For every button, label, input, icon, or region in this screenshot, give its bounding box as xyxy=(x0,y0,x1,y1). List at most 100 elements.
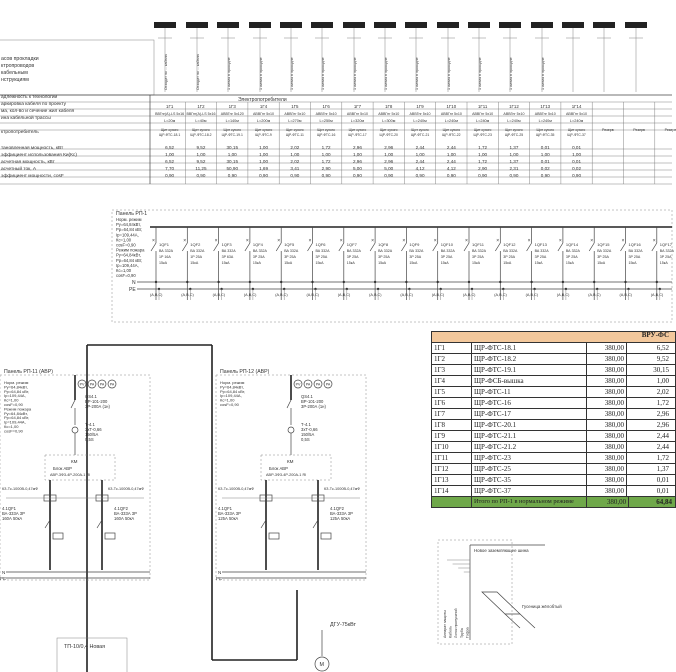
col-cable: АВВГнг 5х10 xyxy=(378,112,399,116)
breaker-label: 1QF3 xyxy=(222,242,233,247)
phase-tag: (А,В,С) xyxy=(494,293,507,297)
col-consumer: ЩР-ФТС-22 xyxy=(442,133,460,137)
avr-block-label: Блок АВР xyxy=(53,466,72,471)
top-tag-label: 1 линия в проходне xyxy=(259,57,263,90)
col-power: 0,01 xyxy=(541,145,550,150)
breaker-rating: 3P 25А xyxy=(566,255,578,259)
breaker-rating: 3P 25А xyxy=(629,255,641,259)
col-cos: 0,90 xyxy=(572,173,581,178)
breaker-rating: 1P 16А xyxy=(159,255,171,259)
col-consumer: Щит сухого xyxy=(505,128,523,132)
breaker-label: 1QF10 xyxy=(441,242,454,247)
row-label: асчетная мощность, кВт xyxy=(1,159,56,165)
breaker-type: ВА 332А xyxy=(472,249,487,253)
ct-label: 150/5А xyxy=(301,432,314,437)
col-power-calc: 0,01 xyxy=(572,159,581,164)
breaker-type: ВА 332А xyxy=(503,249,518,253)
summary-id: 1Г2 xyxy=(432,354,472,364)
col-power-calc: 1,72 xyxy=(478,159,487,164)
col-k: 1,00 xyxy=(322,152,331,157)
avr-param: Ip=109,44А, xyxy=(220,393,242,398)
top-tag-box xyxy=(531,22,553,28)
col-consumer: ЩР-ФТС-11 xyxy=(286,133,304,137)
gauge-label: PA xyxy=(326,382,331,386)
summary-name: ЩР-ФТС-23 xyxy=(472,453,587,463)
col-current: 11,25 xyxy=(195,166,207,171)
breaker-cross: × xyxy=(434,238,437,244)
breaker-curve: 15кА xyxy=(159,261,168,265)
row-label: ина кабельной трассы xyxy=(1,114,51,121)
col-id: 1Г8 xyxy=(385,104,393,109)
col-consumer: ЩР-ФТС-37 xyxy=(567,133,585,137)
breaker-type: ВА 332А xyxy=(316,249,331,253)
left-label-1: ктропроводов xyxy=(1,63,34,69)
col-consumer: ЩР-ФТС-9 xyxy=(255,133,272,137)
breaker-contact xyxy=(557,242,564,252)
contactor-left: КЗ-Тс-1000В-0,47мФ xyxy=(2,487,38,491)
legend-item: Аппарат защиты xyxy=(443,610,447,638)
col-consumer: Щит сухого xyxy=(317,128,335,132)
top-tag-label: 1 линия в проходне xyxy=(290,57,294,90)
row-label: асчетный ток, А xyxy=(1,165,37,172)
relay-icon xyxy=(268,532,280,540)
rp1-param: Кс=1,00 xyxy=(116,237,132,242)
rp1-param: Норм. режим xyxy=(116,217,142,222)
col-length: L=300м xyxy=(382,119,396,123)
col-power-calc: 2,96 xyxy=(353,159,362,164)
breaker-rating: 3P 25А xyxy=(284,255,296,259)
col-consumer: Щит сухого xyxy=(380,128,398,132)
col-current: 2,31 xyxy=(509,166,518,171)
breaker-label: 1QF15 xyxy=(597,242,610,247)
col-id: 1Г10 xyxy=(446,104,456,109)
summary-power: 2,44 xyxy=(656,443,669,451)
top-tag-box xyxy=(374,22,396,28)
phase-tag: (А,В,С) xyxy=(307,293,320,297)
col-cable: АВВГнг 5х10 xyxy=(316,112,337,116)
summary-voltage: 380,00 xyxy=(587,486,627,496)
col-cable: АВВГнг 5х120 xyxy=(221,112,244,116)
col-k: 1,00 xyxy=(509,152,518,157)
col-cos: 0,90 xyxy=(416,173,425,178)
motor-icon xyxy=(314,656,330,672)
breaker-curve: 15кА xyxy=(253,261,262,265)
summary-name: ЩР-ФТС-21.2 xyxy=(472,442,587,452)
top-tag-box xyxy=(562,22,584,28)
summary-voltage: 380,00 xyxy=(587,365,627,375)
col-length: L=240м xyxy=(476,119,490,123)
breaker-type: ВА 332А xyxy=(253,249,268,253)
col-power: 2,44 xyxy=(416,145,425,150)
breaker-curve: 15кА xyxy=(441,261,450,265)
breaker-cross: × xyxy=(402,238,405,244)
summary-total-power: 64,84 xyxy=(656,498,672,506)
contactor-right: КЗ-Тс-1000В-0,47мФ xyxy=(108,487,144,491)
col-consumer: Щит сухого xyxy=(474,128,492,132)
dgu: ДГУ-75кВт М xyxy=(314,622,357,672)
summary-name: ЩР-ФТС-17 xyxy=(472,409,587,419)
col-power: 1,72 xyxy=(322,145,331,150)
col-consumer: ЩР-ФТС-19.1 xyxy=(222,133,243,137)
breaker-label: 1QF6 xyxy=(316,242,327,247)
breaker-rating: 3P 63А xyxy=(222,255,234,259)
summary-id: 1Г12 xyxy=(432,464,472,474)
breaker-type: ВА 332А xyxy=(347,249,362,253)
ct-label: 3хТ-0,66 xyxy=(85,427,102,432)
breaker-curve: 15кА xyxy=(316,261,325,265)
breaker-curve: 15кА xyxy=(597,261,606,265)
summary-name: ЩР-ФТС-19.1 xyxy=(472,365,587,375)
col-cos: 0,90 xyxy=(509,173,518,178)
summary-power: 30,15 xyxy=(653,366,669,374)
col-cable: АВВГнг 5х10 xyxy=(284,112,305,116)
top-tag-label: 1 линия в проходне xyxy=(447,57,451,90)
col-cos: 0,90 xyxy=(259,173,268,178)
col-current: 50,90 xyxy=(227,166,239,171)
top-tag-box xyxy=(437,22,459,28)
avr-qf-label: 160А 50кА xyxy=(2,516,22,521)
col-consumer: Щит сухого xyxy=(536,128,554,132)
col-id: 1Г4 xyxy=(260,104,268,109)
breaker-contact xyxy=(495,242,501,252)
col-id: 1Г5 xyxy=(291,104,299,109)
breaker-rating: 3P 25А xyxy=(503,255,515,259)
